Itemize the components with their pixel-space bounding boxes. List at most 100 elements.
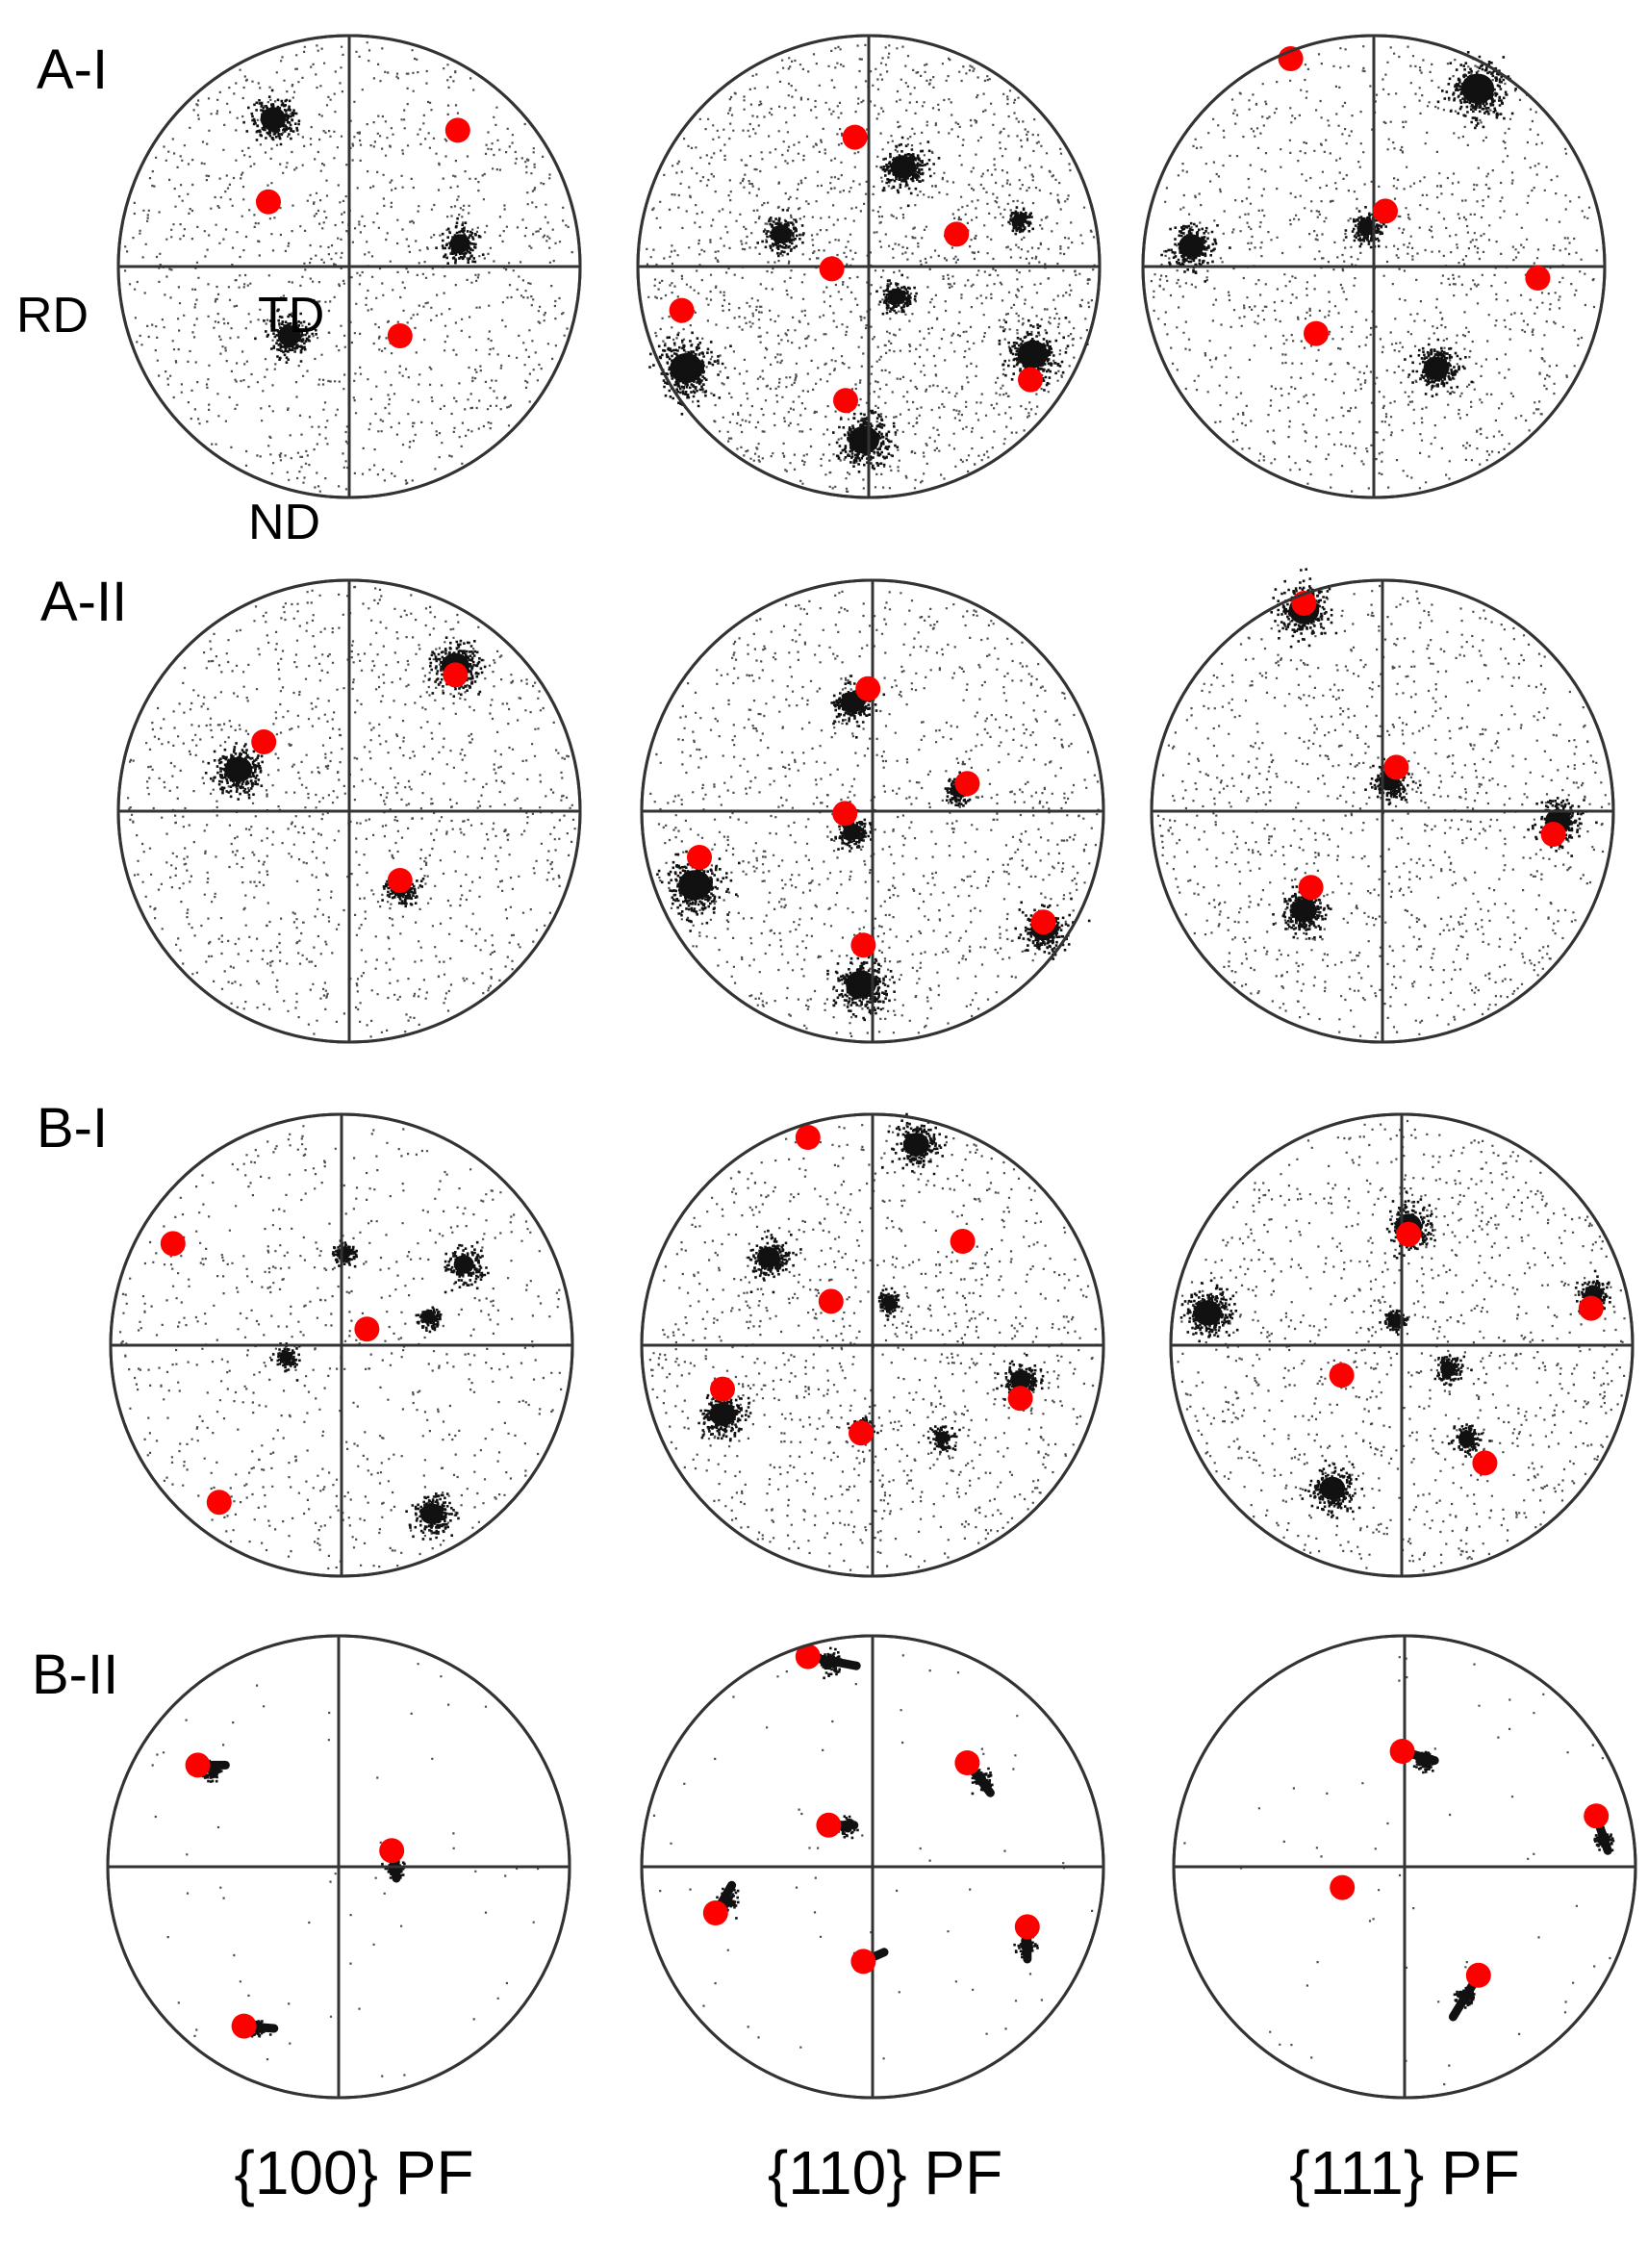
pole-figure-r4c3 bbox=[1172, 1634, 1637, 2100]
column-label-110: {110} PF bbox=[768, 2138, 1002, 2207]
pole-figure-r4c2 bbox=[640, 1634, 1105, 2100]
ideal-orientation-marker bbox=[1304, 320, 1329, 346]
pole-cluster-points bbox=[242, 89, 301, 146]
ideal-orientation-marker bbox=[832, 801, 858, 827]
pole-figure-outline bbox=[1150, 578, 1615, 1044]
pole-cluster-points bbox=[1179, 1279, 1239, 1343]
ideal-orientation-marker bbox=[1465, 1962, 1491, 1988]
pole-figure-r1c2 bbox=[636, 34, 1102, 499]
pole-figure-r4c1 bbox=[106, 1634, 571, 2100]
ideal-orientation-marker bbox=[256, 189, 281, 215]
ideal-orientation-marker bbox=[954, 1750, 980, 1775]
ideal-orientation-marker bbox=[795, 1644, 821, 1669]
ideal-orientation-marker bbox=[1329, 1363, 1355, 1389]
pole-figure-outline bbox=[116, 34, 582, 499]
pole-cluster-points bbox=[1160, 221, 1231, 283]
ideal-orientation-marker bbox=[1014, 1914, 1040, 1940]
pole-figure-outline bbox=[640, 1634, 1105, 2100]
ideal-orientation-marker bbox=[444, 117, 470, 143]
pole-figure-r1c3 bbox=[1141, 34, 1607, 499]
plots-layer bbox=[106, 34, 1637, 2100]
pole-cluster-points bbox=[996, 1354, 1045, 1403]
ideal-orientation-marker bbox=[1298, 875, 1324, 901]
pole-cluster-points bbox=[830, 675, 886, 739]
pole-figure-outline bbox=[636, 34, 1102, 499]
row-label-b-i: B-I bbox=[37, 1097, 108, 1159]
pole-cluster-points bbox=[1436, 51, 1529, 130]
pole-cluster-points bbox=[254, 308, 317, 364]
pole-figure-r3c2 bbox=[640, 1112, 1105, 1578]
ideal-orientation-marker bbox=[954, 771, 980, 797]
ideal-orientation-marker bbox=[231, 2013, 257, 2039]
pole-cluster-points bbox=[444, 1240, 490, 1294]
pole-figure-outline bbox=[1172, 1634, 1637, 2100]
ideal-orientation-marker bbox=[833, 388, 858, 414]
pole-figure-outline bbox=[1141, 34, 1607, 499]
pole-cluster-points bbox=[270, 1342, 301, 1382]
ideal-orientation-marker bbox=[850, 1949, 876, 1975]
ideal-orientation-marker bbox=[387, 323, 413, 348]
pole-cluster-points bbox=[1447, 1423, 1491, 1461]
pole-cluster-points bbox=[926, 1425, 961, 1454]
pole-cluster-points bbox=[1272, 879, 1332, 940]
axis-label-rd: RD bbox=[16, 288, 89, 344]
ideal-orientation-marker bbox=[842, 124, 868, 150]
ideal-orientation-marker bbox=[669, 297, 695, 323]
pole-cluster-points bbox=[1433, 1354, 1473, 1387]
ideal-orientation-marker bbox=[849, 1420, 874, 1446]
pole-cluster-points bbox=[697, 1382, 752, 1442]
ideal-orientation-marker bbox=[850, 932, 876, 958]
column-label-111: {111} PF bbox=[1289, 2138, 1520, 2207]
pole-figure-r2c1 bbox=[116, 578, 582, 1044]
ideal-orientation-marker bbox=[1330, 1874, 1356, 1900]
pole-figure-outline bbox=[1169, 1112, 1635, 1578]
ideal-orientation-marker bbox=[819, 256, 845, 282]
pole-cluster-points bbox=[415, 1306, 443, 1334]
ideal-orientation-marker bbox=[160, 1231, 186, 1257]
axis-label-nd: ND bbox=[248, 495, 320, 550]
ideal-orientation-marker bbox=[354, 1316, 380, 1342]
pole-cluster-points bbox=[830, 809, 874, 853]
pole-cluster-points bbox=[435, 217, 485, 265]
pole-cluster-points bbox=[1404, 338, 1474, 397]
ideal-orientation-marker bbox=[443, 662, 469, 688]
ideal-orientation-marker bbox=[710, 1376, 735, 1402]
pole-figure-r3c1 bbox=[109, 1112, 574, 1578]
ideal-orientation-marker bbox=[795, 1125, 821, 1150]
row-label-a-ii: A-II bbox=[40, 571, 127, 633]
ideal-orientation-marker bbox=[818, 1288, 844, 1314]
pole-figure-outline bbox=[109, 1112, 574, 1578]
ideal-orientation-marker bbox=[1007, 1386, 1033, 1412]
pole-cluster-points bbox=[877, 1287, 900, 1321]
pole-cluster-points bbox=[1301, 1459, 1364, 1519]
pole-cluster-points bbox=[405, 1492, 460, 1541]
ideal-orientation-marker bbox=[1396, 1221, 1422, 1247]
pole-cluster-points bbox=[1364, 757, 1422, 806]
ideal-orientation-marker bbox=[1525, 266, 1551, 291]
pole-figure-outline bbox=[116, 578, 582, 1044]
pole-cluster-points bbox=[881, 1112, 948, 1176]
pole-cluster-points bbox=[879, 136, 941, 208]
ideal-orientation-marker bbox=[816, 1812, 842, 1838]
pole-cluster-points bbox=[716, 1887, 740, 1920]
ideal-orientation-marker bbox=[1584, 1803, 1610, 1829]
pole-figure-outline bbox=[640, 1112, 1105, 1578]
pole-cluster-points bbox=[1344, 206, 1387, 249]
ideal-orientation-marker bbox=[251, 729, 277, 754]
pole-figure-r3c3 bbox=[1169, 1112, 1635, 1578]
axis-label-td: TD bbox=[258, 288, 324, 344]
pole-cluster-points bbox=[832, 409, 900, 473]
ideal-orientation-marker bbox=[1389, 1739, 1415, 1764]
pole-cluster-points bbox=[748, 1229, 802, 1294]
row-label-a-i: A-I bbox=[37, 38, 108, 101]
pole-cluster-points bbox=[204, 742, 268, 801]
pole-figure-outline bbox=[106, 1634, 571, 2100]
pole-cluster-points bbox=[1007, 206, 1034, 236]
pole-figure-r2c2 bbox=[640, 578, 1105, 1044]
ideal-orientation-marker bbox=[387, 868, 413, 893]
pole-cluster-points bbox=[427, 636, 487, 698]
ideal-orientation-marker bbox=[185, 1752, 211, 1778]
pole-figure-r1c1 bbox=[116, 34, 582, 499]
pole-cluster-points bbox=[656, 848, 741, 932]
